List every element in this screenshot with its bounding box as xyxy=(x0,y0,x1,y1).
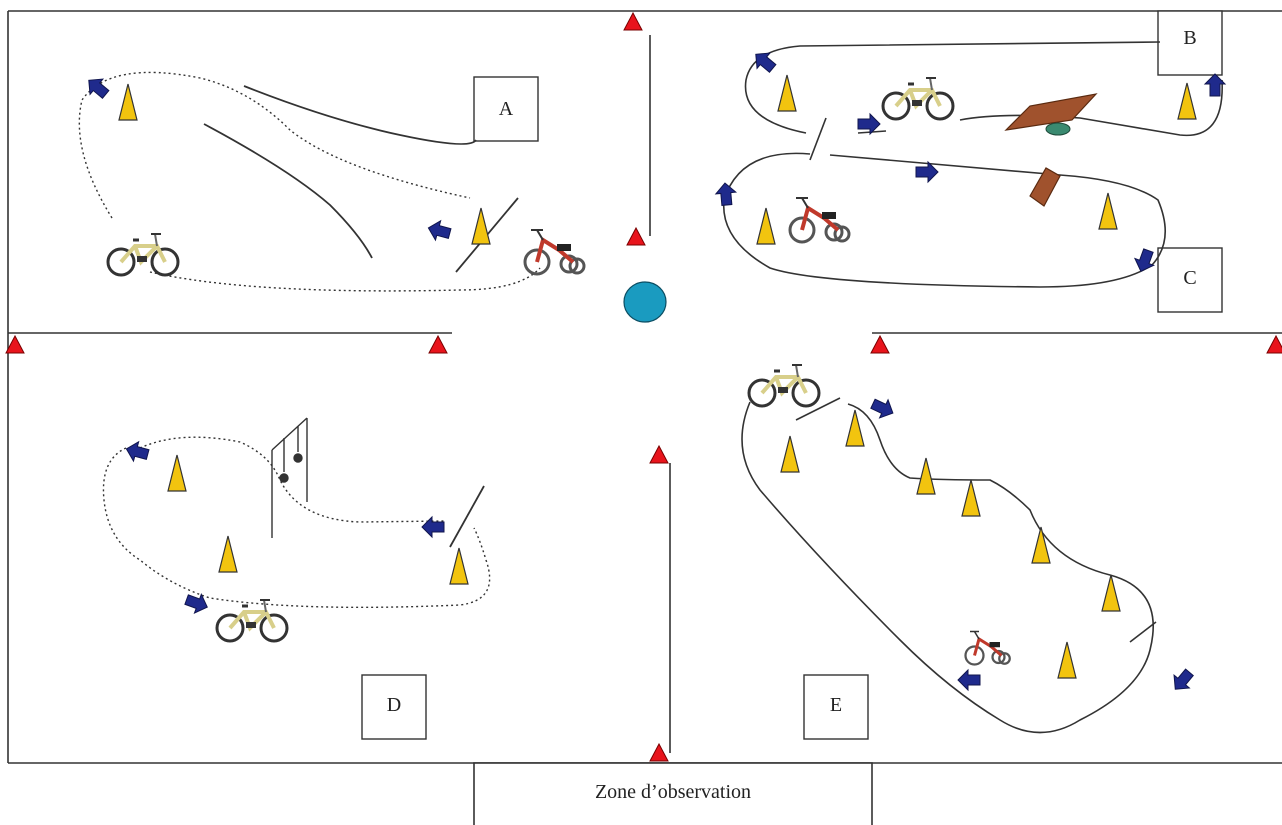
yellow-cone-icon xyxy=(780,435,800,473)
svg-text:A: A xyxy=(499,98,514,120)
red-triangle-marker-icon xyxy=(623,12,643,31)
blue-arrow-icon xyxy=(182,589,212,618)
zone-a-course xyxy=(78,71,541,292)
blue-arrow-icon xyxy=(123,438,151,465)
svg-text:B: B xyxy=(1183,27,1196,49)
zone-label-d: D xyxy=(361,674,427,740)
yellow-cone-icon xyxy=(167,454,187,492)
svg-text:C: C xyxy=(1183,267,1196,289)
field-lines xyxy=(7,10,1282,764)
yellow-cone-icon xyxy=(1101,574,1121,612)
yellow-cone-icon xyxy=(777,74,797,112)
yellow-cone-icon xyxy=(1057,641,1077,679)
svg-text:E: E xyxy=(830,694,842,716)
bicycle-icon xyxy=(747,363,821,408)
bicycle-icon xyxy=(215,598,289,643)
yellow-cone-icon xyxy=(916,457,936,495)
yellow-cone-icon xyxy=(756,207,776,245)
zone-d-course xyxy=(102,417,491,609)
yellow-cone-icon xyxy=(118,83,138,121)
red-triangle-marker-icon xyxy=(649,445,669,464)
blue-arrow-icon xyxy=(957,669,981,691)
observation-zone-label: Zone d’observation xyxy=(595,781,751,803)
tricycle-icon xyxy=(788,196,851,244)
blue-arrow-icon xyxy=(868,394,898,423)
yellow-cone-icon xyxy=(1177,82,1197,120)
yellow-cone-icon xyxy=(218,535,238,573)
observation-zone: Zone d’observation xyxy=(473,762,873,825)
red-triangle-marker-icon xyxy=(428,335,448,354)
red-triangle-marker-icon xyxy=(626,227,646,246)
red-triangle-marker-icon xyxy=(1266,335,1282,354)
blue-arrow-icon xyxy=(714,181,738,207)
blue-arrow-icon xyxy=(421,516,445,538)
zone-label-b: B xyxy=(1157,10,1223,76)
yellow-cone-icon xyxy=(845,409,865,447)
bicycle-icon xyxy=(106,232,180,277)
blue-arrow-icon xyxy=(425,217,453,244)
svg-text:D: D xyxy=(387,694,401,716)
yellow-cone-icon xyxy=(449,547,469,585)
red-triangle-marker-icon xyxy=(870,335,890,354)
yellow-cone-icon xyxy=(471,207,491,245)
yellow-cone-icon xyxy=(961,479,981,517)
tricycle-icon xyxy=(523,228,586,276)
ball-icon xyxy=(623,281,667,323)
blue-arrow-icon xyxy=(81,72,113,103)
zone-label-a: A xyxy=(473,76,539,142)
plank-icon xyxy=(1004,93,1098,136)
plank-icon xyxy=(1029,167,1061,207)
tricycle-icon xyxy=(964,630,1012,666)
blue-arrow-icon xyxy=(1130,246,1159,276)
yellow-cone-icon xyxy=(1031,526,1051,564)
yellow-cone-icon xyxy=(1098,192,1118,230)
red-triangle-marker-icon xyxy=(649,743,669,762)
zone-label-e: E xyxy=(803,674,869,740)
zone-label-c: C xyxy=(1157,247,1223,313)
blue-arrow-icon xyxy=(1167,665,1198,697)
bicycle-icon xyxy=(881,76,955,121)
blue-arrow-icon xyxy=(915,161,939,183)
